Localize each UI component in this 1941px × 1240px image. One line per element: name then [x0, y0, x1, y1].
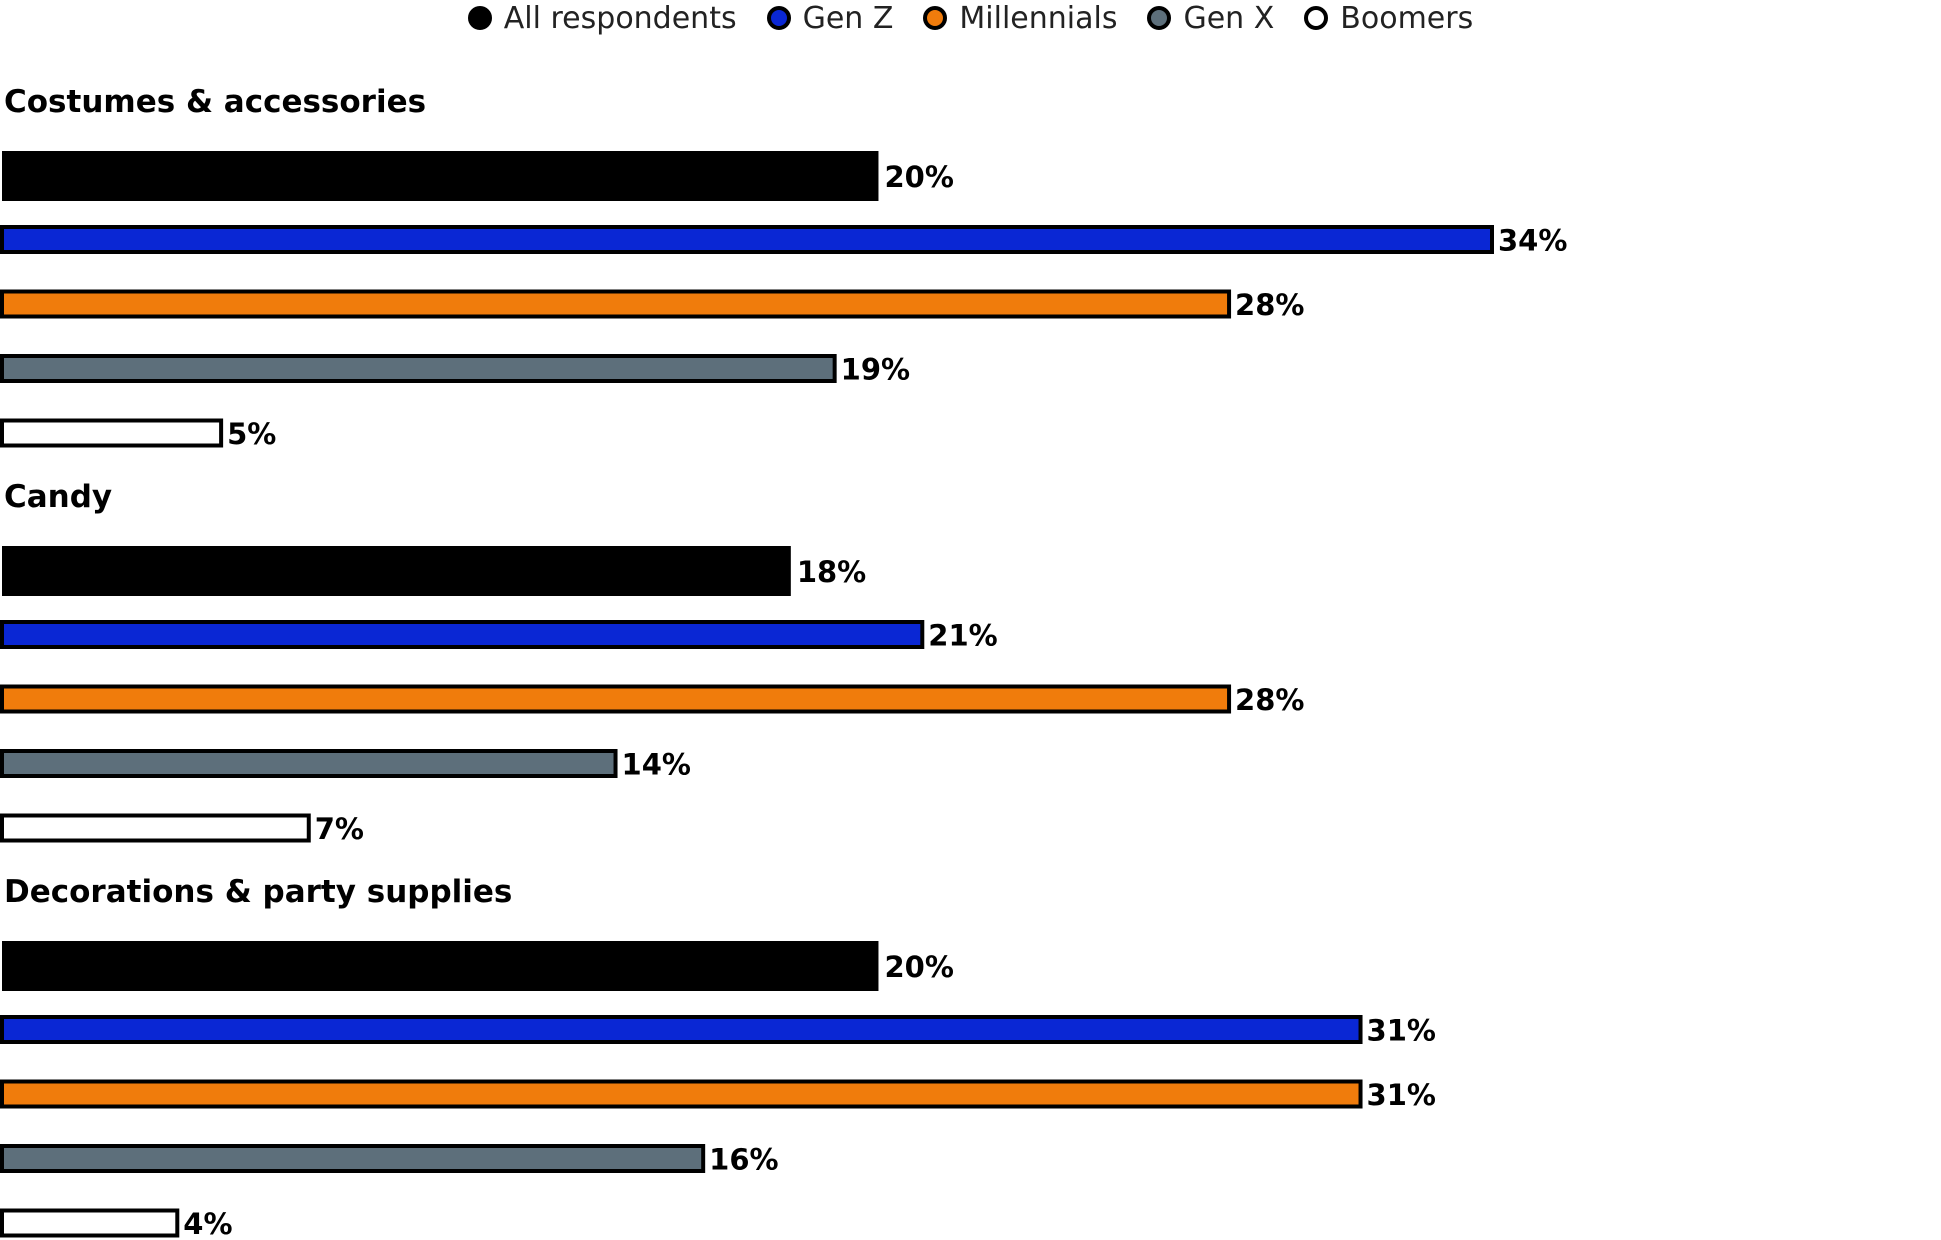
legend-item-boomers: Boomers [1304, 1, 1473, 36]
bar-candy-gen-z [0, 620, 925, 649]
value-label-costumes-and-accessories-millennials: 28% [1235, 288, 1304, 322]
value-label-decorations-and-party-supplies-boomers: 4% [183, 1207, 232, 1240]
bar-decorations-and-party-supplies-gen-x [0, 1144, 706, 1173]
value-label-costumes-and-accessories-all-respondents: 20% [884, 160, 953, 194]
bar-costumes-and-accessories-gen-z [0, 225, 1494, 254]
bar-decorations-and-party-supplies-millennials [0, 1079, 1363, 1109]
legend-swatch-gen-z [766, 6, 791, 30]
legend-item-millennials: Millennials [923, 1, 1117, 36]
value-label-decorations-and-party-supplies-all-respondents: 20% [884, 950, 953, 984]
legend-label-millennials: Millennials [959, 0, 1118, 36]
legend-label-gen-x: Gen X [1183, 0, 1275, 36]
bar-costumes-and-accessories-boomers [0, 418, 224, 448]
group-title-candy: Candy [4, 479, 112, 515]
bar-costumes-and-accessories-gen-x [0, 354, 837, 383]
legend-label-all-respondents: All respondents [503, 0, 737, 36]
legend-item-gen-x: Gen X [1147, 1, 1274, 36]
legend-item-all-respondents: All respondents [467, 0, 737, 36]
group-title-decorations-and-party-supplies: Decorations & party supplies [4, 874, 512, 910]
legend-label-boomers: Boomers [1340, 0, 1474, 36]
bar-decorations-and-party-supplies-gen-z [0, 1015, 1363, 1044]
legend-swatch-gen-x [1147, 6, 1172, 30]
bar-candy-all-respondents [2, 546, 791, 596]
value-label-decorations-and-party-supplies-millennials: 31% [1367, 1078, 1436, 1112]
bar-candy-gen-x [0, 749, 618, 778]
legend-item-gen-z: Gen Z [766, 0, 894, 36]
bar-decorations-and-party-supplies-all-respondents [2, 941, 879, 991]
bar-decorations-and-party-supplies-boomers [0, 1208, 180, 1238]
value-label-candy-boomers: 7% [315, 812, 364, 846]
value-label-candy-gen-z: 21% [928, 619, 997, 653]
bar-costumes-and-accessories-millennials [0, 289, 1232, 319]
bar-candy-boomers [0, 813, 311, 843]
legend-swatch-millennials [923, 6, 948, 30]
value-label-decorations-and-party-supplies-gen-z: 31% [1367, 1014, 1436, 1048]
value-label-decorations-and-party-supplies-gen-x: 16% [709, 1143, 778, 1177]
value-label-costumes-and-accessories-boomers: 5% [227, 417, 276, 451]
group-title-costumes-and-accessories: Costumes & accessories [4, 84, 426, 120]
legend-swatch-boomers [1304, 6, 1329, 30]
value-label-candy-gen-x: 14% [622, 748, 691, 782]
bar-candy-millennials [0, 684, 1232, 714]
bar-costumes-and-accessories-all-respondents [2, 151, 879, 201]
legend-label-gen-z: Gen Z [802, 0, 894, 36]
value-label-costumes-and-accessories-gen-z: 34% [1498, 224, 1567, 258]
value-label-costumes-and-accessories-gen-x: 19% [841, 353, 910, 387]
value-label-candy-all-respondents: 18% [797, 555, 866, 589]
chart-legend: All respondents Gen Z Millennials Gen X Boom… [0, 0, 1941, 36]
value-label-candy-millennials: 28% [1235, 683, 1304, 717]
legend-swatch-all-respondents [467, 6, 492, 30]
